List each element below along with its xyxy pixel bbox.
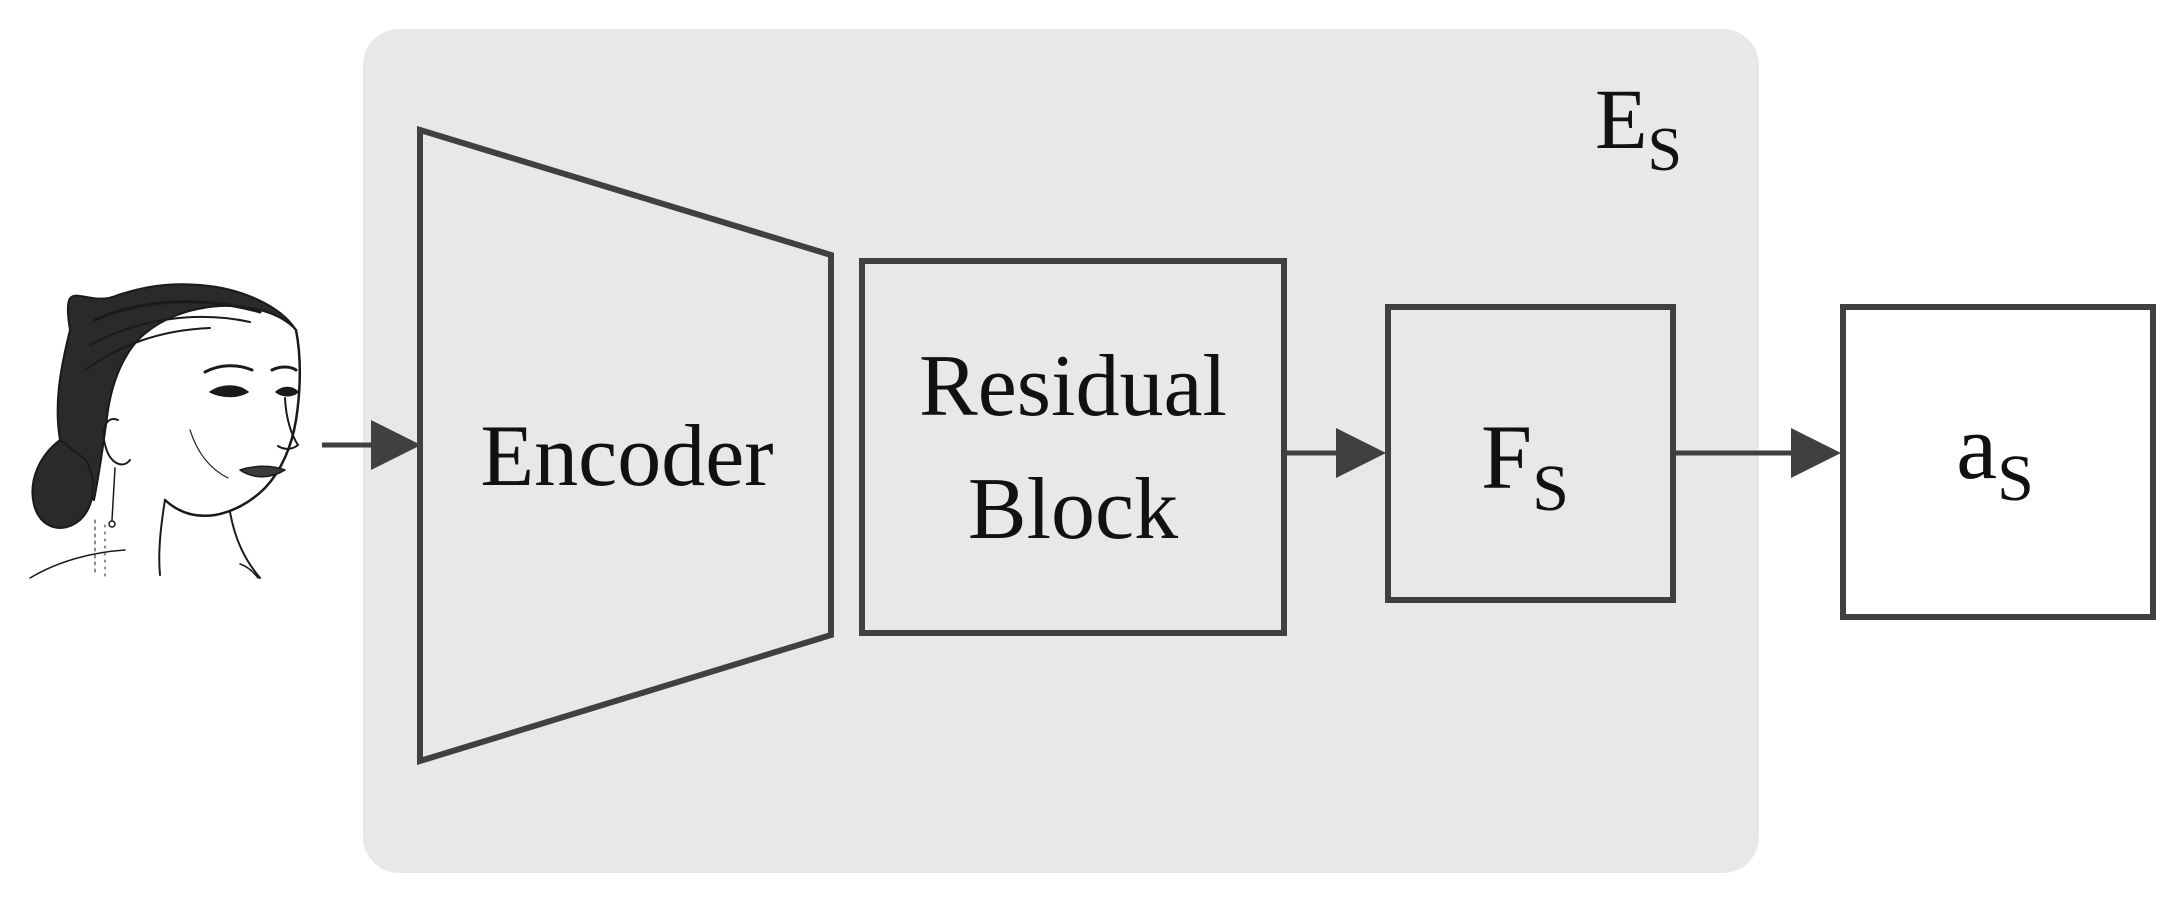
encoder-label: Encoder — [480, 408, 773, 505]
residual-block-label-line1: Residual — [919, 338, 1227, 435]
feature-label-main: F — [1481, 406, 1532, 508]
residual-block — [859, 258, 1287, 636]
encoder-block — [417, 125, 834, 766]
feature-block — [1385, 304, 1676, 603]
residual-block-label-line2: Block — [968, 461, 1178, 558]
output-block — [1840, 304, 2156, 620]
output-label-sub: S — [1997, 442, 2034, 515]
encoder-module-label: ES — [1595, 71, 1682, 184]
feature-label: FS — [1481, 406, 1569, 525]
encoder-module-label-main: E — [1595, 71, 1648, 167]
face-sketch-icon — [29, 283, 301, 579]
output-label: aS — [1956, 396, 2034, 515]
output-label-main: a — [1956, 396, 1997, 498]
encoder-module-label-sub: S — [1648, 116, 1682, 184]
feature-label-sub: S — [1532, 452, 1569, 525]
